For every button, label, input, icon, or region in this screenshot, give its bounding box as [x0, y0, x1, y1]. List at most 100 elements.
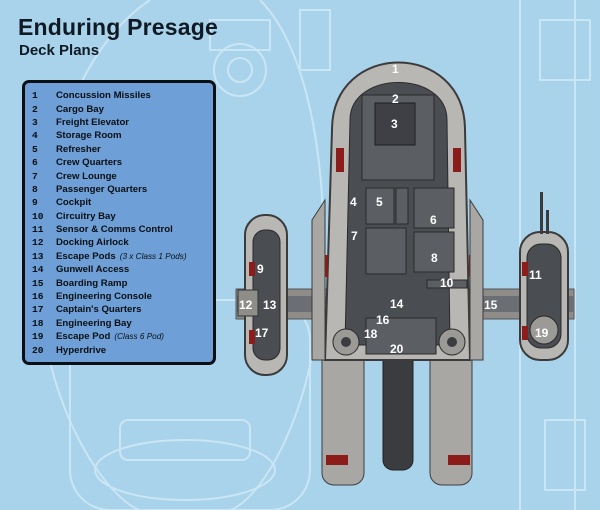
legend-label: Engineering Console — [56, 291, 152, 303]
legend-number: 3 — [32, 116, 38, 128]
legend-number: 18 — [32, 317, 44, 329]
map-label-7: 7 — [351, 229, 358, 243]
legend-item: 4 Storage Room — [32, 129, 213, 142]
map-label-9: 9 — [257, 262, 264, 276]
legend-number: 16 — [32, 291, 44, 303]
legend-label: Docking Airlock — [56, 237, 129, 249]
legend-item: 19 Escape Pod(Class 6 Pod) — [32, 330, 213, 343]
map-label-19: 19 — [535, 326, 549, 340]
legend-item: 14 Gunwell Access — [32, 263, 213, 276]
legend-number: 8 — [32, 183, 38, 195]
legend-item: 11 Sensor & Comms Control — [32, 223, 213, 236]
legend-label: Storage Room — [56, 130, 122, 142]
map-label-8: 8 — [431, 251, 438, 265]
legend-number: 4 — [32, 130, 38, 142]
legend-number: 14 — [32, 264, 44, 276]
legend-number: 12 — [32, 237, 44, 249]
legend-number: 2 — [32, 103, 38, 115]
legend-item: 12 Docking Airlock — [32, 236, 213, 249]
legend-label: Cargo Bay — [56, 103, 104, 115]
legend-label: Circuitry Bay — [56, 210, 116, 222]
red-stripe — [249, 330, 255, 344]
legend-item: 5 Refresher — [32, 143, 213, 156]
turret-right-core — [447, 337, 457, 347]
map-label-1: 1 — [392, 62, 399, 76]
map-label-16: 16 — [376, 313, 390, 327]
crew-quarters — [413, 187, 455, 229]
legend-item: 17 Captain's Quarters — [32, 303, 213, 316]
freight-elevator — [374, 102, 416, 146]
legend-label: Sensor & Comms Control — [56, 224, 173, 236]
legend-number: 15 — [32, 277, 44, 289]
map-legend: 1 Concussion Missiles 2 Cargo Bay 3 Freight E… — [22, 80, 216, 365]
passenger-quarters — [413, 231, 455, 273]
legend-item: 10 Circuitry Bay — [32, 210, 213, 223]
legend-item: 20 Hyperdrive — [32, 343, 213, 356]
legend-number: 6 — [32, 157, 38, 169]
map-label-14: 14 — [390, 297, 404, 311]
legend-item: 8 Passenger Quarters — [32, 183, 213, 196]
legend-number: 17 — [32, 304, 44, 316]
storage-room — [365, 187, 395, 225]
turret-left-core — [341, 337, 351, 347]
map-label-20: 20 — [390, 342, 404, 356]
legend-number: 5 — [32, 143, 38, 155]
legend-label: Escape Pod — [56, 331, 111, 343]
legend-item: 7 Crew Lounge — [32, 169, 213, 182]
hyperdrive-core — [382, 349, 414, 471]
map-label-3: 3 — [391, 117, 398, 131]
legend-label: Concussion Missiles — [56, 90, 151, 102]
legend-label: Escape Pods — [56, 250, 116, 262]
map-label-13: 13 — [263, 298, 277, 312]
legend-item: 2 Cargo Bay — [32, 102, 213, 115]
legend-item: 15 Boarding Ramp — [32, 276, 213, 289]
legend-item: 9 Cockpit — [32, 196, 213, 209]
circuitry-bay — [426, 279, 468, 289]
legend-number: 7 — [32, 170, 38, 182]
map-label-15: 15 — [484, 298, 498, 312]
legend-label: Cockpit — [56, 197, 92, 209]
legend-number: 20 — [32, 344, 44, 356]
legend-number: 13 — [32, 250, 44, 262]
legend-label: Captain's Quarters — [56, 304, 142, 316]
legend-note: (Class 6 Pod) — [114, 332, 164, 342]
red-stripe — [336, 148, 344, 172]
legend-label: Freight Elevator — [56, 116, 130, 128]
legend-label: Crew Lounge — [56, 170, 117, 182]
hull-wing-right — [469, 198, 484, 361]
red-stripe — [522, 326, 528, 340]
red-stripe — [453, 148, 461, 172]
map-label-12: 12 — [239, 298, 253, 312]
legend-item: 1 Concussion Missiles — [32, 89, 213, 102]
legend-item: 3 Freight Elevator — [32, 116, 213, 129]
red-stripe — [326, 455, 348, 465]
legend-label: Hyperdrive — [56, 344, 107, 356]
map-label-11: 11 — [529, 268, 542, 282]
legend-number: 1 — [32, 90, 38, 102]
legend-number: 9 — [32, 197, 38, 209]
sensor-antenna — [540, 192, 543, 234]
crew-lounge — [365, 227, 407, 275]
map-label-2: 2 — [392, 92, 399, 106]
page-subtitle: Deck Plans — [19, 42, 100, 59]
map-label-4: 4 — [350, 195, 357, 209]
legend-number: 19 — [32, 331, 44, 343]
engineering-bay — [365, 317, 437, 355]
red-stripe — [249, 262, 255, 276]
docking-airlock — [237, 289, 259, 317]
red-stripe — [522, 262, 528, 276]
legend-number: 10 — [32, 210, 44, 222]
legend-number: 11 — [32, 224, 44, 236]
legend-item: 16 Engineering Console — [32, 290, 213, 303]
legend-label: Gunwell Access — [56, 264, 130, 276]
legend-label: Boarding Ramp — [56, 277, 128, 289]
hull-wing-left — [311, 198, 326, 361]
escape-pod-hatch — [529, 315, 559, 345]
legend-label: Passenger Quarters — [56, 183, 148, 195]
legend-label: Refresher — [56, 143, 101, 155]
map-label-6: 6 — [430, 213, 437, 227]
map-label-10: 10 — [440, 276, 454, 290]
